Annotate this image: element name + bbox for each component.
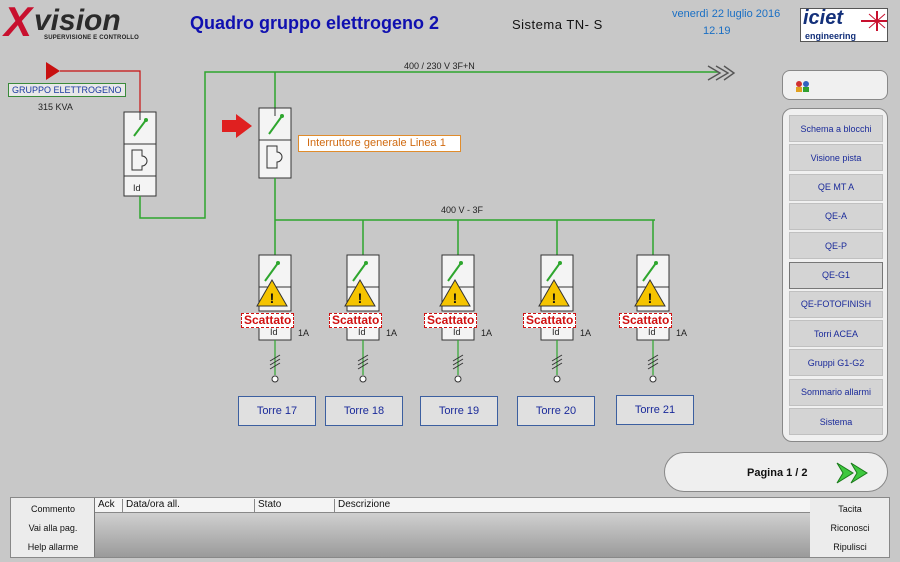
breaker-id-label: Id bbox=[648, 327, 656, 337]
col-description[interactable]: Descrizione bbox=[334, 499, 390, 513]
tower-button[interactable]: Torre 18 bbox=[325, 396, 403, 426]
users-button[interactable] bbox=[782, 70, 888, 100]
pager: Pagina 1 / 2 bbox=[664, 452, 888, 492]
logo-subtitle: SUPERVISIONE E CONTROLLO bbox=[44, 35, 140, 41]
page-indicator: Pagina 1 / 2 bbox=[747, 467, 808, 479]
users-icon bbox=[796, 81, 809, 92]
page-title: Quadro gruppo elettrogeno 2 bbox=[190, 13, 440, 33]
goto-page-button[interactable]: Vai alla pag. bbox=[28, 522, 78, 533]
alarm-table[interactable]: Ack Data/ora all. Stato Descrizione bbox=[94, 498, 810, 557]
breaker-id-label: Id bbox=[552, 327, 560, 337]
tripped-status: Scattato bbox=[424, 313, 478, 328]
breaker-id-label: Id bbox=[453, 327, 461, 337]
col-ack[interactable]: Ack bbox=[98, 499, 115, 510]
warning-icon: ! bbox=[439, 278, 471, 307]
nav-item[interactable]: Schema a blocchi bbox=[789, 115, 883, 142]
breaker-rating: 1A bbox=[676, 328, 688, 338]
xvision-logo: X vision SUPERVISIONE E CONTROLLO bbox=[4, 0, 154, 46]
system-type-label: Sistema TN- S bbox=[512, 17, 603, 32]
warning-icon: ! bbox=[538, 278, 570, 307]
svg-text:!: ! bbox=[358, 290, 363, 306]
single-line-diagram: !!!!! bbox=[46, 62, 736, 383]
generator-feed-line bbox=[60, 70, 141, 112]
bus-end-arrow-icon bbox=[707, 65, 736, 81]
time-label: 12.19 bbox=[703, 25, 731, 37]
nav-item[interactable]: QE-G1 bbox=[789, 261, 883, 289]
iciet-sub-text: engineering bbox=[805, 31, 857, 41]
main-bus-line bbox=[139, 71, 718, 219]
nav-item[interactable]: Sistema bbox=[789, 408, 883, 435]
pointer-arrow-icon bbox=[222, 114, 252, 138]
iciet-logo: iciet engineering bbox=[800, 7, 888, 42]
generator-arrow-icon bbox=[46, 62, 60, 80]
col-state[interactable]: Stato bbox=[254, 499, 281, 513]
star-icon bbox=[861, 11, 887, 31]
breaker-rating: 1A bbox=[481, 328, 493, 338]
col-datetime[interactable]: Data/ora all. bbox=[122, 499, 180, 513]
nav-item[interactable]: QE-P bbox=[789, 232, 883, 260]
warning-icon: ! bbox=[634, 278, 666, 307]
acknowledge-button[interactable]: Riconosci bbox=[830, 522, 870, 533]
header-bar: X vision SUPERVISIONE E CONTROLLO Quadro… bbox=[0, 0, 900, 50]
tower-button[interactable]: Torre 17 bbox=[238, 396, 316, 426]
iciet-brand-text: iciet bbox=[803, 7, 844, 29]
tripped-status: Scattato bbox=[619, 313, 673, 328]
breaker-rating: 1A bbox=[580, 328, 592, 338]
generator-power: 315 KVA bbox=[38, 102, 73, 112]
tower-button[interactable]: Torre 20 bbox=[517, 396, 595, 426]
tower-button[interactable]: Torre 21 bbox=[616, 395, 694, 425]
generator-breaker-id-label: Id bbox=[133, 183, 141, 193]
svg-text:!: ! bbox=[648, 290, 653, 306]
nav-item[interactable]: QE-A bbox=[789, 202, 883, 230]
main-breaker[interactable] bbox=[258, 107, 292, 179]
svg-text:!: ! bbox=[552, 290, 557, 306]
nav-item[interactable]: QE-FOTOFINISH bbox=[789, 290, 883, 318]
breaker-id-label: Id bbox=[270, 327, 278, 337]
alarm-list[interactable] bbox=[95, 513, 810, 557]
nav-item[interactable]: Visione pista bbox=[789, 144, 883, 172]
svg-text:!: ! bbox=[453, 290, 458, 306]
svg-text:!: ! bbox=[270, 290, 275, 306]
generator-label[interactable]: GRUPPO ELETTROGENO bbox=[8, 83, 126, 97]
alarm-help-button[interactable]: Help allarme bbox=[27, 541, 79, 552]
alarm-panel: Commento Vai alla pag. Help allarme Ack … bbox=[10, 497, 890, 558]
date-label: venerdì 22 luglio 2016 bbox=[672, 8, 781, 20]
main-line-label: 400 / 230 V 3F+N bbox=[404, 61, 475, 71]
next-page-icon[interactable] bbox=[835, 461, 875, 485]
nav-item[interactable]: QE MT A bbox=[789, 173, 883, 201]
breaker-id-label: Id bbox=[358, 327, 366, 337]
breaker-rating: 1A bbox=[298, 328, 310, 338]
nav-item[interactable]: Torri ACEA bbox=[789, 320, 883, 348]
comment-button[interactable]: Commento bbox=[30, 503, 75, 514]
generator-breaker[interactable] bbox=[123, 111, 157, 197]
warning-icon: ! bbox=[256, 278, 288, 307]
nav-item[interactable]: Gruppi G1-G2 bbox=[789, 349, 883, 377]
silence-button[interactable]: Tacita bbox=[838, 503, 862, 514]
alarm-table-header: Ack Data/ora all. Stato Descrizione bbox=[95, 498, 810, 513]
tripped-status: Scattato bbox=[241, 313, 295, 328]
breaker-rating: 1A bbox=[386, 328, 398, 338]
tripped-status: Scattato bbox=[329, 313, 383, 328]
tower-button[interactable]: Torre 19 bbox=[420, 396, 498, 426]
tripped-status: Scattato bbox=[523, 313, 577, 328]
logo-vision-text: vision bbox=[34, 4, 121, 37]
logo-x-mark: X bbox=[4, 0, 32, 45]
clear-button[interactable]: Ripulisci bbox=[833, 541, 867, 552]
branch-line-label: 400 V - 3F bbox=[441, 205, 484, 215]
warning-icon: ! bbox=[344, 278, 376, 307]
nav-item[interactable]: Sommario allarmi bbox=[789, 378, 883, 406]
main-breaker-tooltip: Interruttore generale Linea 1 bbox=[298, 135, 461, 152]
